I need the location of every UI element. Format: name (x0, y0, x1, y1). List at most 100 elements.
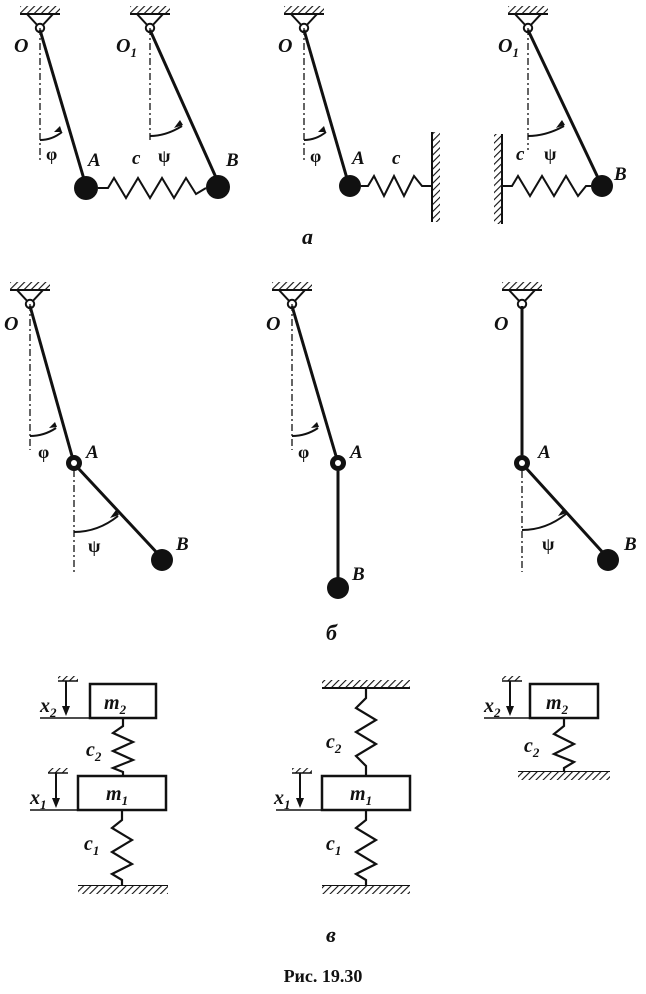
mass-B (591, 175, 613, 197)
spring-c1 (353, 810, 379, 886)
wall-right (432, 132, 440, 222)
figure-caption: Рис. 19.30 (284, 966, 363, 986)
angle-arrow (54, 126, 62, 132)
label-B: B (175, 534, 189, 555)
mass-B (151, 549, 173, 571)
angle-arc-psi (527, 125, 565, 137)
panel-v: m2 x2 c2 m1 x1 c1 (29, 676, 610, 947)
mass-between-ceiling-and-ground: c2 m1 x1 c1 (273, 680, 412, 894)
rod-AB (76, 466, 162, 558)
label-A: A (87, 150, 101, 171)
pendulum-A-with-wall-spring: O φ A c (278, 5, 440, 222)
label-phi: φ (298, 442, 309, 462)
label-psi: ψ (158, 146, 171, 166)
angle-arrow (49, 422, 57, 428)
label-O: O (494, 313, 508, 335)
mass-m2-block (88, 682, 158, 720)
label-psi: ψ (88, 536, 101, 556)
spring-c2 (551, 718, 577, 772)
label-O: O (4, 313, 18, 335)
x2-arrow-head (62, 706, 70, 716)
pendulum-B-with-wall-spring: O1 c ψ B (494, 5, 627, 224)
double-pendulum-phi-psi: O φ A ψ B (4, 281, 189, 572)
rod-OA (302, 29, 350, 183)
joint-A-hole (335, 460, 341, 466)
label-B: B (225, 150, 239, 171)
label-psi: ψ (544, 144, 557, 164)
spring-c (502, 174, 591, 198)
label-O: O (278, 35, 292, 57)
pendulum-pair-with-spring: O O1 φ A c ψ B (14, 5, 239, 200)
angle-arrow (311, 422, 319, 428)
ref-hatch-x2 (502, 676, 522, 681)
spring-c2 (353, 688, 379, 776)
mass-B (597, 549, 619, 571)
label-O1: O1 (498, 35, 519, 60)
label-m1: m1 (106, 783, 128, 808)
label-phi: φ (38, 442, 49, 462)
label-B: B (613, 164, 627, 185)
label-c: c (392, 148, 401, 169)
label-A: A (349, 442, 363, 463)
label-x2: x2 (483, 695, 501, 720)
panel-label-a: а (302, 224, 313, 249)
double-pendulum-psi-only: O A ψ B (494, 281, 637, 572)
label-A: A (537, 442, 551, 463)
angle-arrow (318, 126, 326, 132)
angle-arc-psi (149, 125, 183, 137)
spring-c (98, 176, 207, 200)
label-phi: φ (310, 146, 321, 166)
mass-A (74, 176, 98, 200)
mass-m1-block (320, 774, 412, 812)
angle-arrow (558, 508, 567, 516)
angle-arrow (174, 120, 183, 128)
panel-label-b: б (326, 620, 338, 645)
ground-hatch (78, 886, 168, 894)
wall-left (494, 134, 502, 224)
angle-arrow (110, 510, 119, 518)
label-c1: c1 (84, 833, 99, 858)
mass-B (206, 175, 230, 199)
label-x1: x1 (29, 787, 47, 812)
pivot-support-O (501, 281, 543, 310)
label-O: O (266, 313, 280, 335)
double-pendulum-phi-only: O φ A B (266, 281, 365, 599)
angle-arc-phi (29, 427, 57, 437)
label-O1: O1 (116, 35, 137, 60)
rod-OA (290, 305, 338, 457)
angle-arc-psi (73, 515, 119, 533)
ref-hatch-x1 (48, 768, 68, 773)
label-x1: x1 (273, 787, 291, 812)
panel-label-v: в (326, 922, 336, 947)
x2-arrow-head (506, 706, 514, 716)
label-psi: ψ (542, 534, 555, 554)
mass-A (339, 175, 361, 197)
ref-hatch-x1 (292, 768, 312, 773)
label-A: A (85, 442, 99, 463)
label-c2: c2 (326, 731, 342, 756)
x1-arrow-head (52, 798, 60, 808)
label-O: O (14, 35, 28, 57)
label-c2: c2 (86, 739, 102, 764)
label-c2: c2 (524, 735, 540, 760)
two-mass-spring-system: m2 x2 c2 m1 x1 c1 (29, 676, 168, 894)
label-c: c (132, 148, 141, 169)
label-A: A (351, 148, 365, 169)
rod-O1B (526, 29, 602, 183)
rod-OA (38, 29, 88, 187)
label-c1: c1 (326, 833, 341, 858)
angle-arc-phi (39, 131, 63, 141)
label-c: c (516, 144, 525, 165)
label-m2: m2 (546, 692, 569, 717)
label-m1: m1 (350, 783, 372, 808)
ceiling-hatch (322, 680, 410, 688)
rod-O1B (148, 29, 220, 183)
joint-A-hole (519, 460, 525, 466)
rod-OA (28, 305, 74, 457)
spring-c2 (110, 718, 136, 776)
label-B: B (351, 564, 365, 585)
ground-hatch (322, 886, 410, 894)
angle-arrow (556, 120, 565, 128)
angle-arc-phi (303, 131, 327, 141)
